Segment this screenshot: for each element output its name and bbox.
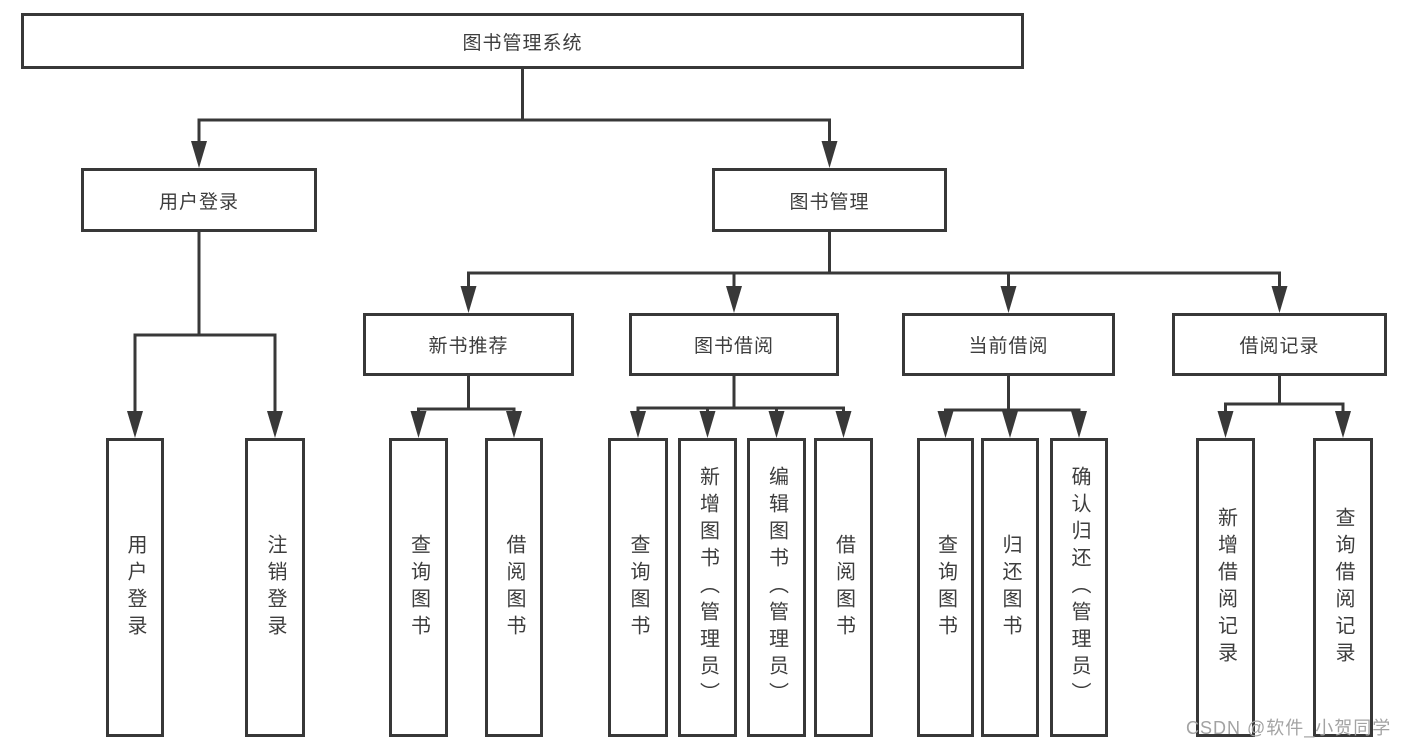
arrowhead-icon bbox=[1071, 411, 1087, 438]
node-library-system-label: 图书管理系统 bbox=[462, 32, 583, 54]
leaf-add-borrow-record-label: 新增借阅记录 bbox=[1214, 506, 1237, 669]
leaf-query-books-2-label: 查询图书 bbox=[627, 533, 649, 642]
node-user-login-label: 用户登录 bbox=[158, 191, 239, 213]
arrowhead-icon bbox=[821, 141, 838, 168]
arrowhead-icon bbox=[835, 411, 852, 438]
leaf-user-login-label: 用户登录 bbox=[124, 533, 146, 642]
leaf-query-books-3-label: 查询图书 bbox=[934, 533, 957, 642]
leaf-user-login: 用户登录 bbox=[106, 438, 164, 737]
arrowhead-icon bbox=[1271, 286, 1288, 313]
arrowhead-icon bbox=[410, 411, 427, 438]
leaf-logout-login: 注销登录 bbox=[245, 438, 305, 737]
leaf-borrow-books-1: 借阅图书 bbox=[485, 438, 543, 737]
node-user-login: 用户登录 bbox=[81, 168, 317, 232]
leaf-borrow-books-2: 借阅图书 bbox=[814, 438, 873, 737]
leaf-query-books-3: 查询图书 bbox=[917, 438, 974, 737]
node-borrowing-records-label: 借阅记录 bbox=[1239, 336, 1320, 357]
leaf-edit-book-admin-label: 编辑图书（管理员） bbox=[765, 466, 788, 709]
node-book-management-label: 图书管理 bbox=[789, 191, 870, 213]
arrowhead-icon bbox=[127, 411, 143, 438]
leaf-return-books-label: 归还图书 bbox=[999, 533, 1021, 642]
watermark-text: CSDN @软件_小贺同学 bbox=[1186, 718, 1392, 738]
leaf-query-borrow-record: 查询借阅记录 bbox=[1313, 438, 1373, 737]
arrowhead-icon bbox=[630, 411, 646, 438]
node-current-borrowing-label: 当前借阅 bbox=[968, 336, 1049, 357]
leaf-return-books: 归还图书 bbox=[981, 438, 1039, 737]
leaf-borrow-books-2-label: 借阅图书 bbox=[832, 533, 855, 642]
arrowhead-icon bbox=[267, 411, 283, 438]
arrowhead-icon bbox=[1217, 411, 1234, 438]
leaf-add-book-admin-label: 新增图书（管理员） bbox=[696, 466, 719, 709]
arrowhead-icon bbox=[937, 411, 954, 438]
arrowhead-icon bbox=[768, 411, 785, 438]
leaf-confirm-return-admin-label: 确认归还（管理员） bbox=[1068, 466, 1090, 709]
leaf-query-books-2: 查询图书 bbox=[608, 438, 668, 737]
node-new-book-recommend: 新书推荐 bbox=[363, 313, 574, 376]
arrowhead-icon bbox=[699, 411, 716, 438]
arrowhead-icon bbox=[1335, 411, 1351, 438]
leaf-query-books-1-label: 查询图书 bbox=[407, 533, 430, 642]
node-book-management: 图书管理 bbox=[712, 168, 947, 232]
arrowhead-icon bbox=[506, 411, 522, 438]
arrowhead-icon bbox=[191, 141, 207, 168]
arrowhead-icon bbox=[726, 286, 742, 313]
leaf-edit-book-admin: 编辑图书（管理员） bbox=[747, 438, 806, 737]
leaf-query-books-1: 查询图书 bbox=[389, 438, 448, 737]
watermark: CSDN @软件_小贺同学 bbox=[1186, 714, 1391, 740]
arrowhead-icon bbox=[1002, 411, 1018, 438]
node-new-book-recommend-label: 新书推荐 bbox=[428, 336, 509, 357]
leaf-confirm-return-admin: 确认归还（管理员） bbox=[1050, 438, 1108, 737]
leaf-add-borrow-record: 新增借阅记录 bbox=[1196, 438, 1255, 737]
arrowhead-icon bbox=[1000, 286, 1017, 313]
arrowhead-icon bbox=[460, 286, 477, 313]
node-book-borrowing-label: 图书借阅 bbox=[693, 336, 774, 357]
node-book-borrowing: 图书借阅 bbox=[629, 313, 839, 376]
node-borrowing-records: 借阅记录 bbox=[1172, 313, 1387, 376]
leaf-logout-login-label: 注销登录 bbox=[264, 533, 286, 642]
leaf-add-book-admin: 新增图书（管理员） bbox=[678, 438, 737, 737]
leaf-borrow-books-1-label: 借阅图书 bbox=[503, 533, 525, 642]
node-current-borrowing: 当前借阅 bbox=[902, 313, 1115, 376]
leaf-query-borrow-record-label: 查询借阅记录 bbox=[1332, 506, 1354, 669]
node-library-system: 图书管理系统 bbox=[21, 13, 1024, 69]
